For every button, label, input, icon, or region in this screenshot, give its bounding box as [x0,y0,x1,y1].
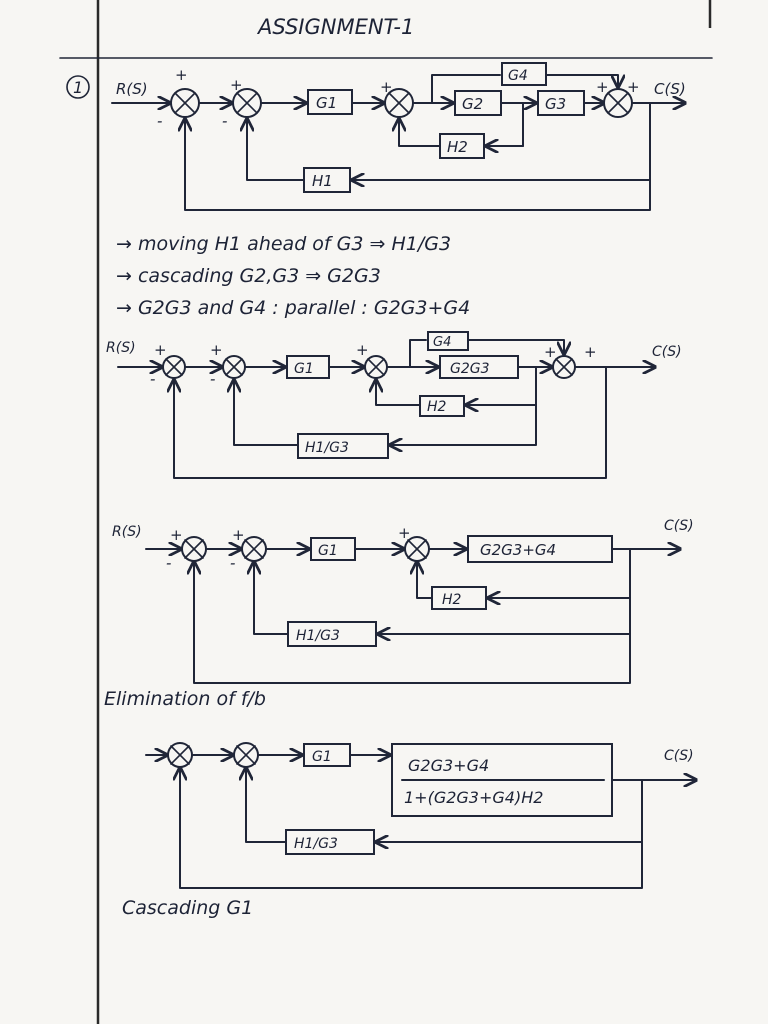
g3-label: G3 [545,95,566,113]
sign-minus: - [166,554,171,572]
g1-label: G1 [294,361,314,377]
sign-plus: + [230,76,243,94]
output-label: C(S) [652,344,682,360]
reduction-steps: → moving H1 ahead of G3 ⇒ H1/G3 → cascad… [116,233,470,319]
h2-label: H2 [447,138,468,156]
block-diagram-step-4: G1 G2G3+G4 1+(G2G3+G4)H2 C(S) H1/G3 [146,743,696,888]
g1-label: G1 [312,749,332,765]
tf-denominator: 1+(G2G3+G4)H2 [404,788,543,807]
output-label: C(S) [654,80,686,98]
output-label: C(S) [664,518,694,534]
step-text: → cascading G2,G3 ⇒ G2G3 [116,265,381,287]
cascading-note: Cascading G1 [122,897,253,919]
g1-label: G1 [316,94,337,112]
sign-plus: + [584,343,597,361]
input-label: R(S) [116,80,148,98]
h1-over-g3-label: H1/G3 [305,440,349,456]
h1-over-g3-label: H1/G3 [294,836,338,852]
step-text: → moving H1 ahead of G3 ⇒ H1/G3 [116,233,451,255]
tf-numerator: G2G3+G4 [408,756,489,775]
sign-plus: + [627,78,640,96]
summing-junction [171,89,199,117]
page-title: ASSIGNMENT-1 [256,15,414,39]
output-label: C(S) [664,748,694,764]
elimination-note: Elimination of f/b [104,688,266,710]
h2-label: H2 [427,399,447,415]
sign-minus: - [230,554,235,572]
sign-minus: - [150,370,155,388]
sign-plus: + [380,78,393,96]
summing-junction [163,356,185,378]
sign-plus: + [154,341,167,359]
g4-label: G4 [433,335,451,350]
summing-junction [242,537,266,561]
sign-minus: - [222,112,227,130]
question-number: 1 [73,78,83,97]
summing-junction [365,356,387,378]
summing-junction [223,356,245,378]
input-label: R(S) [106,340,136,356]
sign-minus: - [210,370,215,388]
sign-plus: + [175,66,188,84]
sign-plus: + [170,526,183,544]
input-label: R(S) [112,524,142,540]
block-diagram-step-2: R(S) + - + - G1 + G2G3 + + [106,332,682,478]
step-text: → G2G3 and G4 : parallel : G2G3+G4 [116,297,470,319]
h2-label: H2 [442,592,462,608]
block-diagram-step-3: R(S) + - + - G1 + G2G3+G4 C(S) H2 [112,518,694,683]
block-diagram-original: R(S) + - + - G1 + G2 G3 [112,63,686,210]
sign-minus: - [157,112,162,130]
g4-label: G4 [508,68,528,84]
summing-junction [168,743,192,767]
h1-over-g3-label: H1/G3 [296,628,340,644]
sign-plus: + [356,341,369,359]
sign-plus: + [596,78,609,96]
summing-junction [234,743,258,767]
h1-label: H1 [312,172,333,190]
forward-path-label: G2G3+G4 [480,541,556,559]
sign-plus: + [232,526,245,544]
sign-plus: + [544,343,557,361]
g2g3-label: G2G3 [450,361,490,377]
summing-junction [182,537,206,561]
sign-plus: + [210,341,223,359]
g2-label: G2 [462,95,483,113]
sign-plus: + [398,524,411,542]
g1-label: G1 [318,543,338,559]
